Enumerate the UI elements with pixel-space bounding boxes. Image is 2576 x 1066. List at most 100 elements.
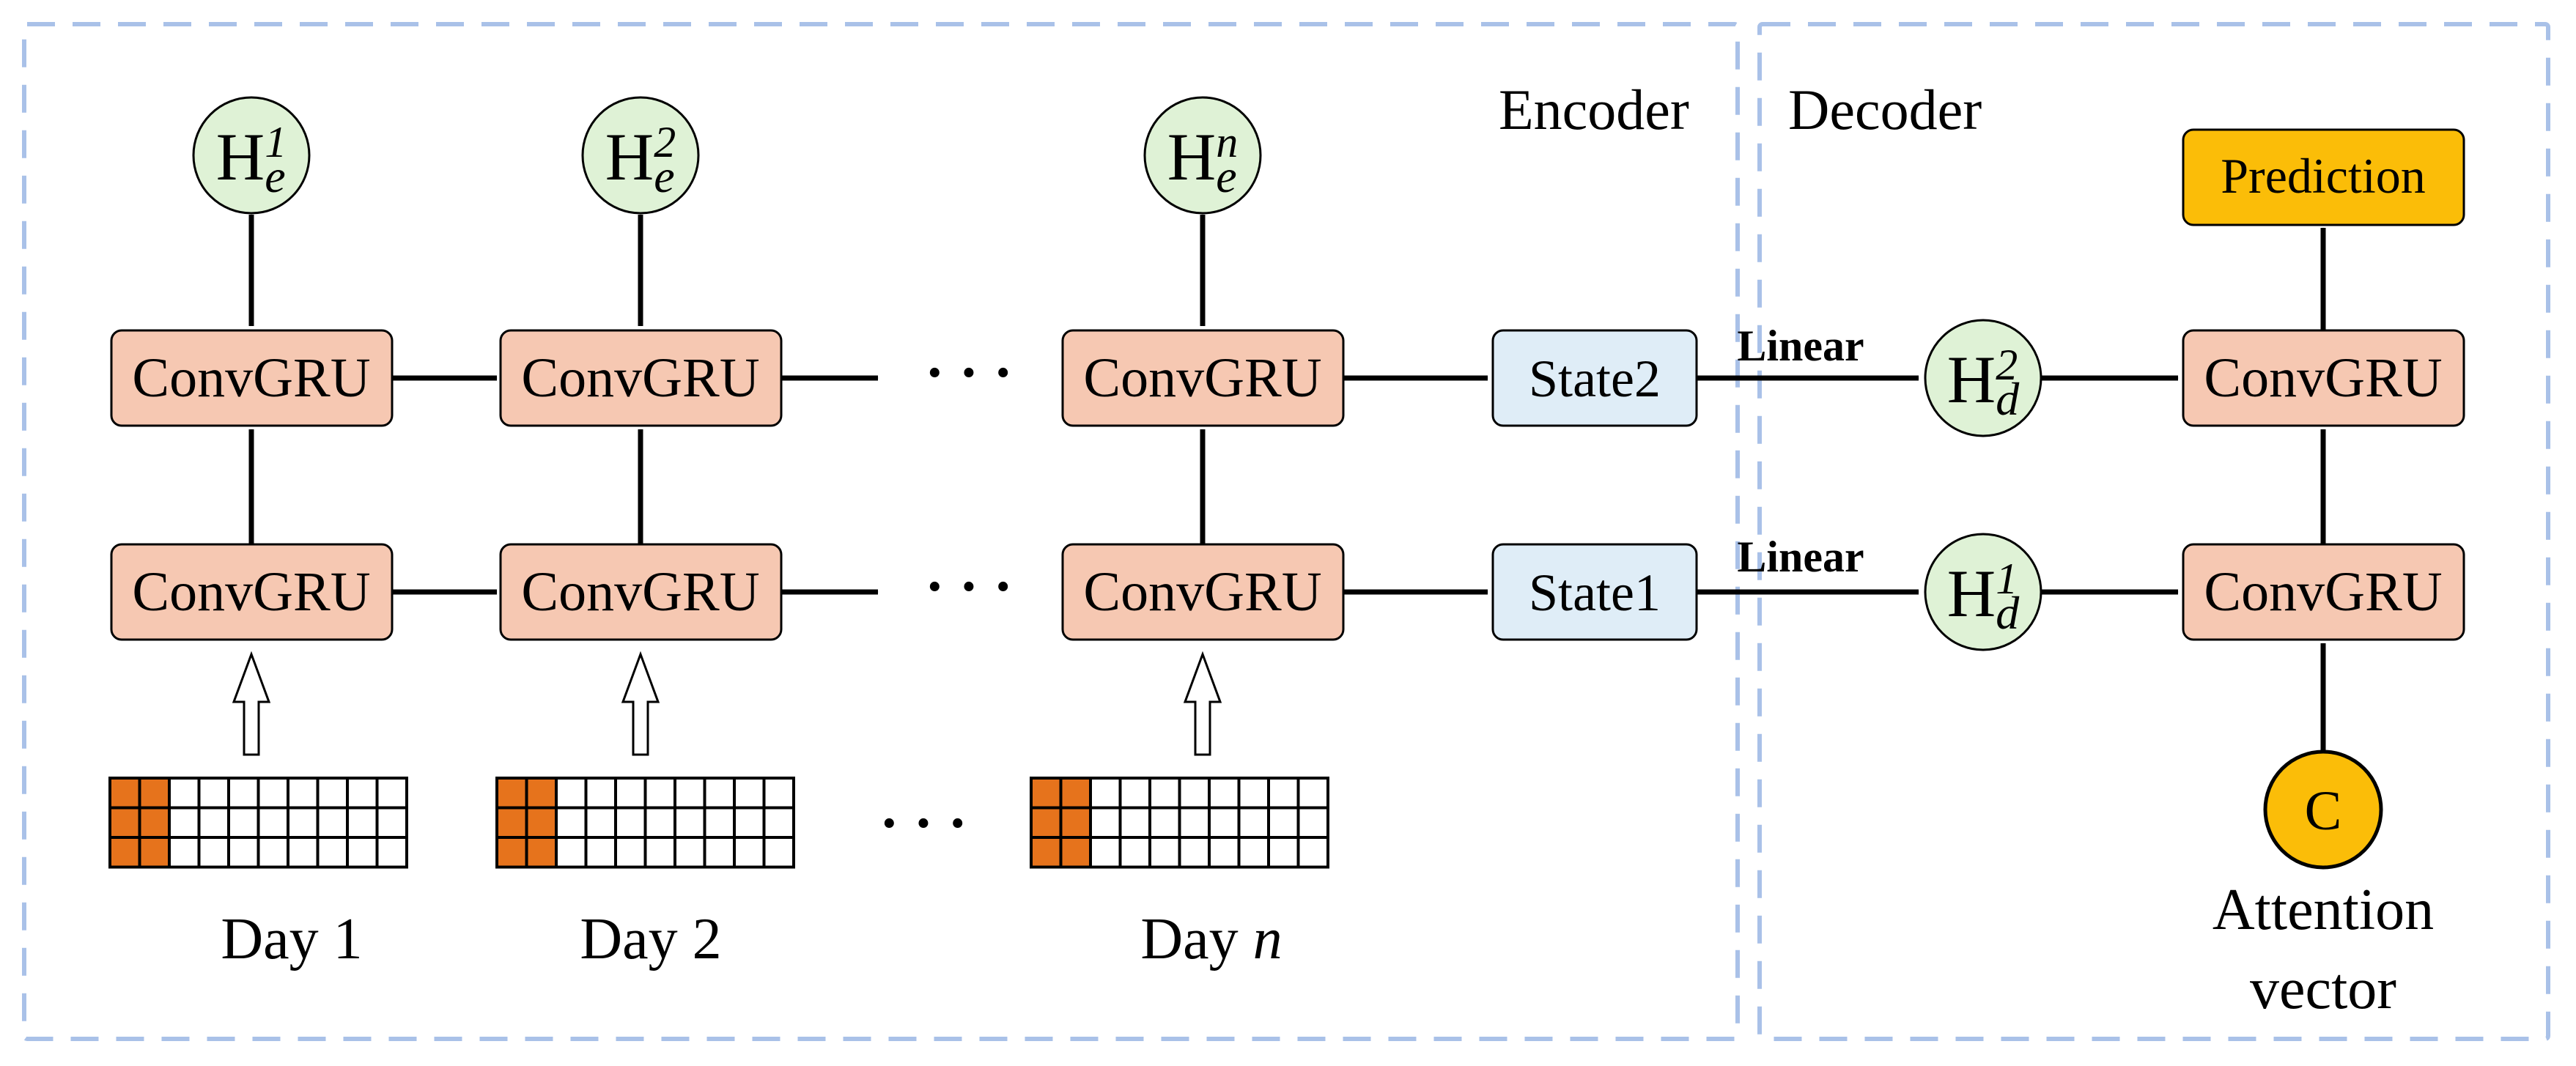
grid-cell xyxy=(733,806,766,839)
grid-cell xyxy=(316,806,349,839)
decoder-top-cell-label: ConvGRU xyxy=(2204,347,2442,409)
attention-label-line2: vector xyxy=(2250,957,2396,1021)
grid-cell xyxy=(257,777,289,810)
input-arrow-n xyxy=(1183,651,1222,756)
grid-cell xyxy=(287,806,320,839)
grid-cell xyxy=(346,806,379,839)
grid-cell xyxy=(1267,777,1300,810)
grid-cell xyxy=(1296,777,1329,810)
grid-cell xyxy=(257,806,289,839)
grid-cell xyxy=(643,806,676,839)
grid-cell xyxy=(346,777,379,810)
grid-cell xyxy=(762,836,795,869)
grid-cell xyxy=(733,836,766,869)
input-arrow-2 xyxy=(621,651,660,756)
grid-cell-highlighted xyxy=(1030,806,1063,839)
grid-cell xyxy=(197,836,230,869)
grid-cell-highlighted xyxy=(525,806,558,839)
grid-cell xyxy=(1118,836,1151,869)
encoder-bottom-cell-n-label: ConvGRU xyxy=(1083,561,1321,623)
grid-cell xyxy=(1089,836,1122,869)
input-grid-n xyxy=(1030,777,1329,869)
grid-cell xyxy=(197,806,230,839)
linear-label-1: Linear xyxy=(1737,533,1864,581)
prediction-box xyxy=(2182,128,2465,226)
grid-cell xyxy=(614,806,647,839)
grid-cell xyxy=(1148,836,1181,869)
grid-cell xyxy=(346,836,379,869)
grid-cell-highlighted xyxy=(1059,806,1092,839)
context-node xyxy=(2263,749,2383,870)
grid-cell xyxy=(584,836,617,869)
ellipsis-inputs: · · · xyxy=(879,791,967,856)
day-label-1: Day 1 xyxy=(221,907,362,971)
grid-cell xyxy=(1118,806,1151,839)
grid-cell xyxy=(1178,836,1211,869)
grid-cell xyxy=(287,836,320,869)
grid-cell xyxy=(168,777,201,810)
grid-cell xyxy=(643,836,676,869)
grid-cell xyxy=(762,777,795,810)
grid-cell xyxy=(1296,836,1329,869)
grid-cell xyxy=(555,836,588,869)
grid-cell xyxy=(555,806,588,839)
grid-cell xyxy=(703,806,736,839)
grid-cell xyxy=(584,777,617,810)
ellipsis-top: · · · xyxy=(925,341,1013,405)
grid-cell-highlighted xyxy=(1030,836,1063,869)
day-label-n: Day n xyxy=(1140,907,1282,971)
grid-cell xyxy=(1208,806,1241,839)
grid-cell xyxy=(1237,777,1270,810)
grid-cell-highlighted xyxy=(525,777,558,810)
grid-cell xyxy=(168,806,201,839)
grid-cell xyxy=(1267,806,1300,839)
grid-cell xyxy=(316,836,349,869)
grid-cell xyxy=(257,836,289,869)
state1-label: State1 xyxy=(1529,563,1661,622)
grid-cell xyxy=(1178,777,1211,810)
grid-cell xyxy=(1237,806,1270,839)
grid-cell xyxy=(375,777,408,810)
input-grid-2 xyxy=(495,777,795,869)
state2-label: State2 xyxy=(1529,349,1661,408)
grid-cell xyxy=(703,777,736,810)
grid-cell-highlighted xyxy=(108,806,141,839)
encoder-hidden-state-1 xyxy=(192,96,311,215)
grid-cell xyxy=(1208,777,1241,810)
grid-cell xyxy=(227,806,260,839)
grid-cell xyxy=(1296,806,1329,839)
grid-cell-highlighted xyxy=(1030,777,1063,810)
grid-cell xyxy=(168,836,201,869)
grid-cell-highlighted xyxy=(495,806,528,839)
input-grid-1 xyxy=(108,777,408,869)
grid-cell-highlighted xyxy=(495,836,528,869)
encoder-top-cell-1-label: ConvGRU xyxy=(132,347,370,409)
grid-cell xyxy=(1148,777,1181,810)
grid-cell xyxy=(762,806,795,839)
decoder-bottom-cell xyxy=(2182,543,2465,641)
grid-cell xyxy=(703,836,736,869)
grid-cell xyxy=(375,836,408,869)
encoder-top-cell-n-label: ConvGRU xyxy=(1083,347,1321,409)
encoder-title: Encoder xyxy=(1499,78,1689,141)
grid-cell xyxy=(1178,806,1211,839)
grid-cell xyxy=(1208,836,1241,869)
context-label: C xyxy=(2305,780,2342,842)
day-label-2: Day 2 xyxy=(580,907,721,971)
grid-cell xyxy=(227,836,260,869)
grid-cell-highlighted xyxy=(1059,836,1092,869)
grid-cell-highlighted xyxy=(138,836,171,869)
prediction-label: Prediction xyxy=(2221,148,2426,204)
encoder-bottom-cell-2-label: ConvGRU xyxy=(521,561,759,623)
decoder-bottom-cell-label: ConvGRU xyxy=(2204,561,2442,623)
grid-cell xyxy=(287,777,320,810)
grid-cell xyxy=(733,777,766,810)
grid-cell xyxy=(614,836,647,869)
grid-cell xyxy=(673,836,706,869)
grid-cell xyxy=(316,777,349,810)
grid-cell xyxy=(1118,777,1151,810)
grid-cell-highlighted xyxy=(108,777,141,810)
